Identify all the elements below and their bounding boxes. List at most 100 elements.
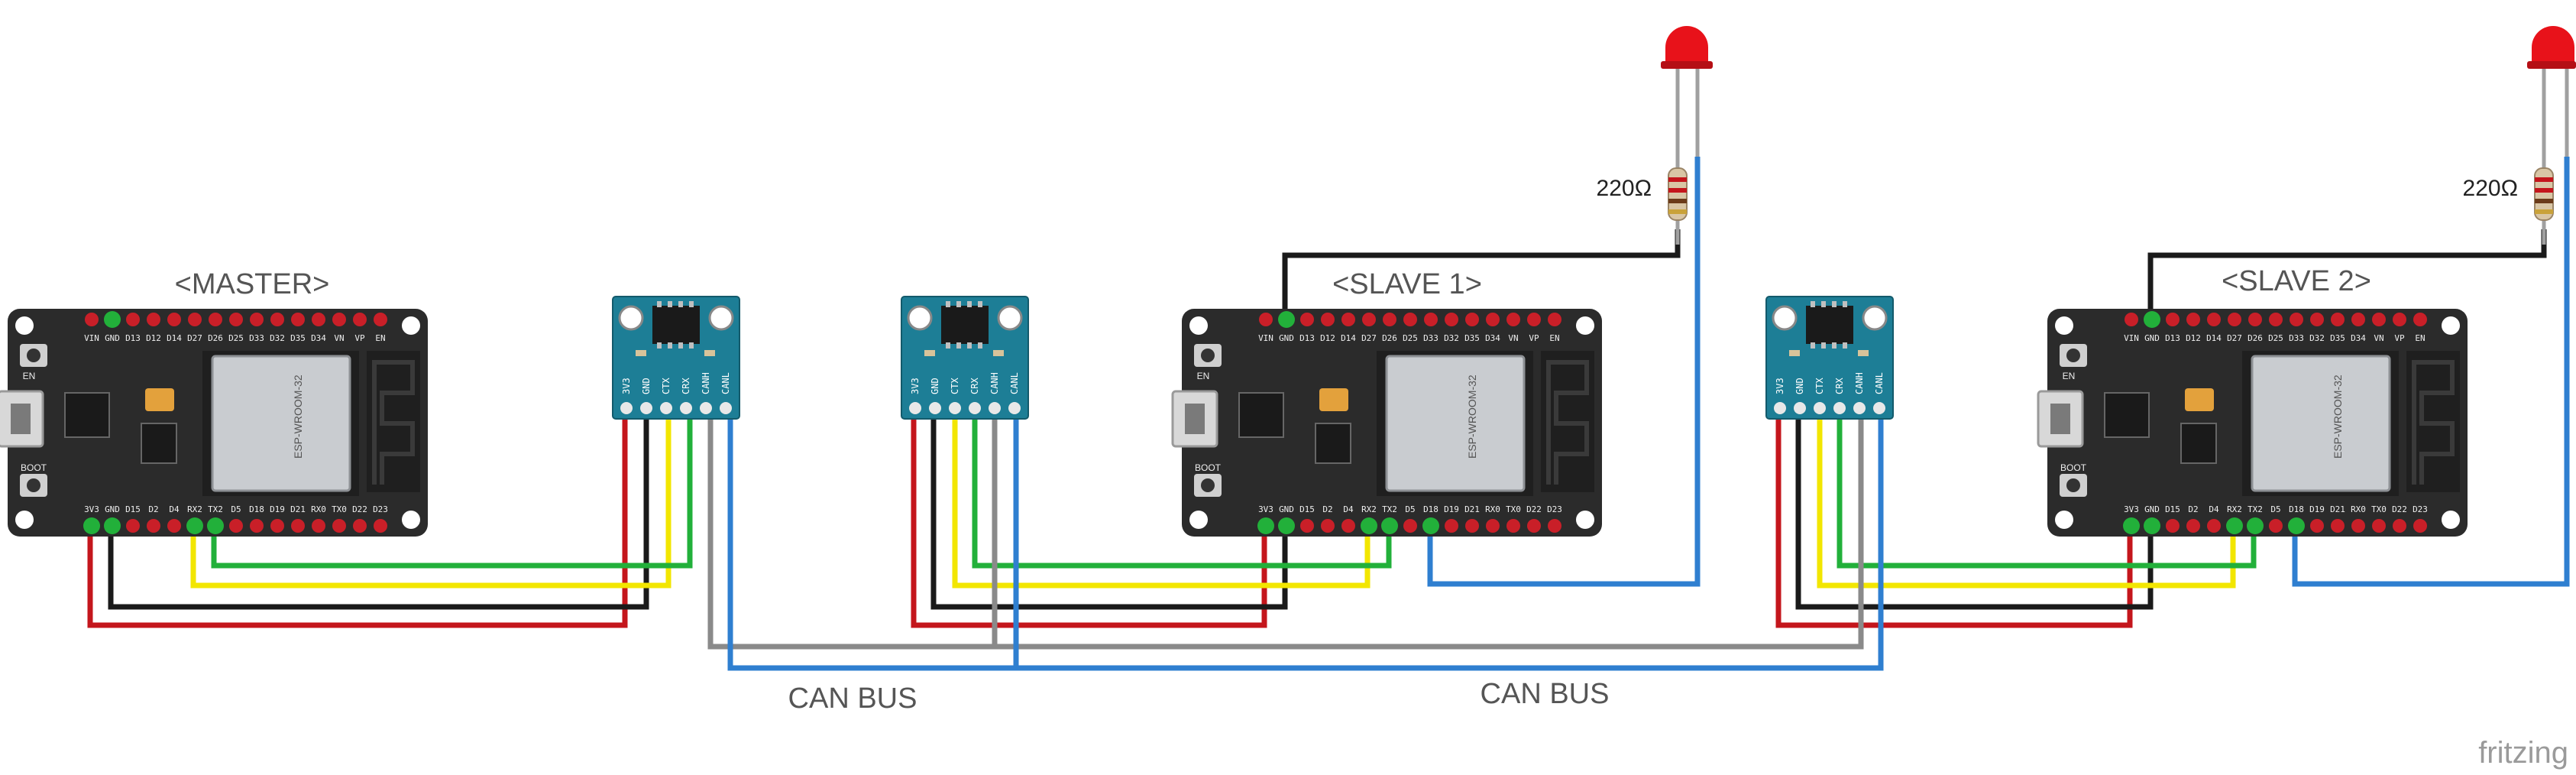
slave1-bottom-pin-label: GND — [1279, 504, 1294, 514]
can-module-2-pin-label: GND — [930, 378, 940, 394]
master-top-pin-label: D26 — [208, 333, 223, 343]
wire-slave2-rx2 — [1817, 391, 2236, 589]
slave2-top-pin-label: D13 — [2165, 333, 2180, 343]
led-1 — [1661, 26, 1713, 168]
slave1-top-pin-label: D14 — [1341, 333, 1356, 343]
master-top-pin-label: D27 — [187, 333, 202, 343]
slave2-top-pin-label: VN — [2374, 333, 2383, 343]
master-bottom-pin-label: 3V3 — [84, 504, 99, 514]
can-module-2-pin-label: CRX — [969, 378, 980, 394]
can-module-3 — [1765, 295, 1895, 420]
slave1-bottom-pin-label: D21 — [1464, 504, 1480, 514]
slave2-top-pin-label: EN — [2415, 333, 2425, 343]
master-bottom-pin-label: RX2 — [187, 504, 202, 514]
wire-slave1-rx2 — [952, 391, 1371, 589]
slave2-top-pin-label: D26 — [2248, 333, 2263, 343]
slave2-bottom-pin-label: D23 — [2413, 504, 2428, 514]
slave1-bottom-pin-label: D18 — [1423, 504, 1438, 514]
resistor-1 — [1668, 161, 1688, 245]
master-bottom-pin-label: D23 — [373, 504, 388, 514]
slave1-title: <SLAVE 1> — [1332, 268, 1482, 300]
can-module-2-pin-label: CANH — [989, 372, 1000, 394]
slave1-bottom-pin-label: D15 — [1299, 504, 1315, 514]
master-top-pin-label: D12 — [146, 333, 161, 343]
can-module-3-pin-label: CRX — [1834, 378, 1845, 394]
slave1-bottom-pin-label: D22 — [1526, 504, 1542, 514]
slave2-top-pin-label: D25 — [2268, 333, 2283, 343]
slave1-top-pin-label: D32 — [1444, 333, 1459, 343]
slave1-boot-label: BOOT — [1195, 462, 1222, 473]
slave2-top-pin-label: D27 — [2227, 333, 2242, 343]
slave2-bottom-pin-label: D2 — [2188, 504, 2198, 514]
master-bottom-pin-label: D18 — [249, 504, 264, 514]
master-bottom-pin-label: D19 — [270, 504, 285, 514]
slave1-top-pin-label: D34 — [1485, 333, 1500, 343]
slave2-top-pin-label: D14 — [2206, 333, 2222, 343]
can-module-3-pin-label: 3V3 — [1775, 378, 1785, 394]
master-bottom-pin-label: D21 — [290, 504, 306, 514]
slave2-bottom-pin-label: D21 — [2330, 504, 2345, 514]
master-boot-label: BOOT — [21, 462, 47, 473]
slave1-bottom-pin-label: D4 — [1343, 504, 1354, 514]
slave2-bottom-pin-label: TX0 — [2371, 504, 2387, 514]
master-top-pin-label: D14 — [167, 333, 182, 343]
slave1-bottom-pin-label: D19 — [1444, 504, 1459, 514]
master-top-pin-label: GND — [105, 333, 120, 343]
wire-slave1-d15-led — [1427, 157, 1701, 587]
can-module-1-pin-label: CANL — [720, 372, 731, 394]
master-top-pin-label: VP — [354, 333, 365, 343]
master-bottom-pin-label: TX2 — [208, 504, 223, 514]
can-module-3-pin-label: CTX — [1814, 378, 1825, 394]
can-module-2-pin-label: CANL — [1009, 372, 1020, 394]
slave1-top-pin-label: VP — [1529, 333, 1539, 343]
slave1-bottom-pin-label: D23 — [1547, 504, 1562, 514]
slave1-chip-label: ESP-WROOM-32 — [1466, 375, 1478, 459]
slave2-bottom-pin-label: D4 — [2209, 504, 2219, 514]
slave2-board — [2038, 309, 2468, 537]
master-bottom-pin-label: D2 — [148, 504, 158, 514]
can-module-3-pin-label: CANH — [1854, 372, 1865, 394]
wire-master-gnd — [108, 391, 649, 610]
wire-master-tx2 — [211, 391, 693, 569]
can-bus-label-2: CAN BUS — [1481, 678, 1610, 710]
slave2-chip-label: ESP-WROOM-32 — [2332, 375, 2344, 459]
master-bottom-pin-label: D4 — [169, 504, 180, 514]
slave2-top-pin-label: D33 — [2289, 333, 2304, 343]
slave1-top-pin-label: GND — [1279, 333, 1294, 343]
slave1-top-pin-label: VN — [1508, 333, 1518, 343]
slave1-top-pin-label: D26 — [1382, 333, 1397, 343]
fritzing-watermark: fritzing — [2478, 736, 2568, 770]
wire-slave1-3v3 — [911, 391, 1267, 628]
slave1-bottom-pin-label: RX0 — [1485, 504, 1500, 514]
slave2-bottom-pin-label: D22 — [2392, 504, 2407, 514]
slave2-top-pin-label: D32 — [2309, 333, 2325, 343]
master-top-pin-label: VIN — [84, 333, 99, 343]
wire-slave2-d15-led — [2292, 157, 2570, 587]
slave2-top-pin-label: D34 — [2351, 333, 2366, 343]
pin-labels: VIN GND D13 D12 D14 D27 D26 D25 D33 D32 D35 D34 VN VP… — [84, 333, 2428, 514]
can-module-3-pin-label: GND — [1794, 378, 1805, 394]
can-module-1 — [611, 295, 741, 420]
master-bottom-pin-label: D5 — [231, 504, 241, 514]
master-top-pin-label: D25 — [228, 333, 244, 343]
slave1-top-pin-label: D13 — [1299, 333, 1315, 343]
slave2-boot-label: BOOT — [2060, 462, 2087, 473]
slave1-top-pin-label: D33 — [1423, 333, 1438, 343]
slave1-top-pin-label: D35 — [1464, 333, 1480, 343]
slave2-en-label: EN — [2063, 371, 2076, 381]
master-top-pin-label: EN — [375, 333, 385, 343]
wire-master-rx2 — [190, 391, 672, 589]
can-bus-label-1: CAN BUS — [788, 683, 917, 715]
slave1-bottom-pin-label: D2 — [1322, 504, 1332, 514]
slave2-bottom-pin-label: D5 — [2270, 504, 2280, 514]
master-bottom-pin-label: RX0 — [311, 504, 326, 514]
master-bottom-pin-label: GND — [105, 504, 120, 514]
slave2-bottom-pin-label: D19 — [2309, 504, 2325, 514]
slave1-bottom-pin-label: D5 — [1405, 504, 1415, 514]
master-en-label: EN — [23, 371, 36, 381]
can-module-2-pin-label: 3V3 — [910, 378, 921, 394]
master-top-pin-label: VN — [334, 333, 344, 343]
can-module-1-pin-label: CANH — [701, 372, 711, 394]
slave1-top-pin-label: VIN — [1258, 333, 1273, 343]
resistor-2-label: 220Ω — [2463, 176, 2518, 201]
